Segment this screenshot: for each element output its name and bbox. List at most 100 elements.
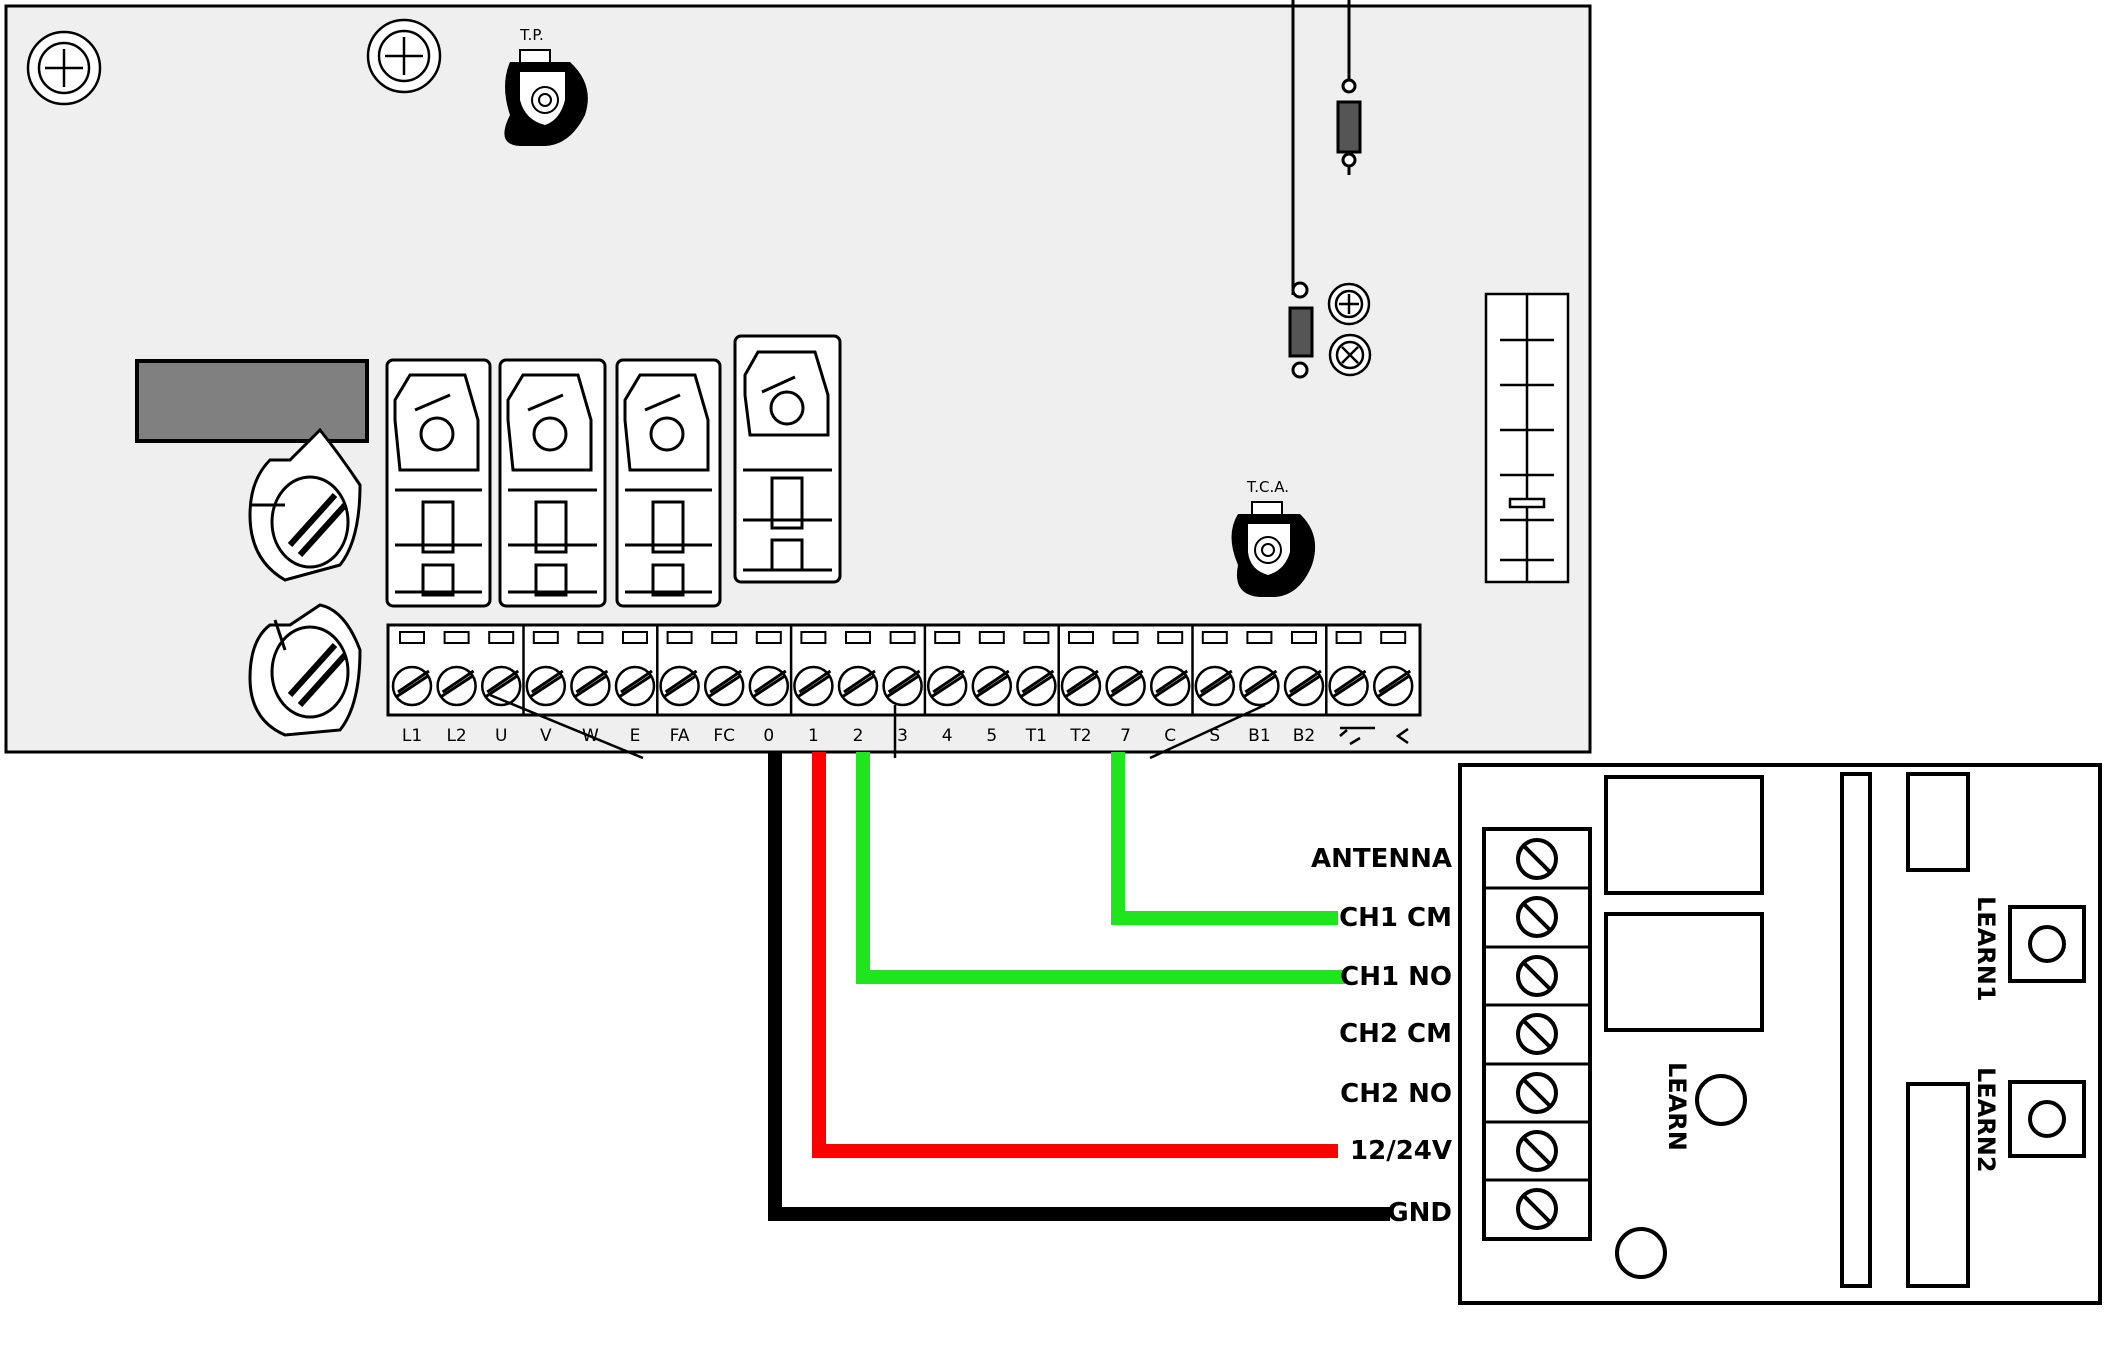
- terminal-label: U: [495, 726, 507, 746]
- receiver-relay: [1604, 912, 1764, 1032]
- terminal-screw-icon[interactable]: [1060, 665, 1102, 707]
- terminal-screw-icon[interactable]: [436, 665, 477, 707]
- terminal-tab: [622, 631, 648, 644]
- learn1-button[interactable]: [2008, 905, 2086, 983]
- receiver-component: [1906, 1082, 1970, 1288]
- terminal-tab: [488, 631, 515, 644]
- terminal-label: S: [1209, 726, 1220, 746]
- terminal-label: C: [1164, 726, 1176, 746]
- relay-icon: [615, 358, 722, 608]
- terminal-screw-icon[interactable]: [748, 665, 790, 707]
- terminal-label: 7: [1120, 726, 1131, 746]
- terminal-screw-icon[interactable]: [926, 665, 968, 707]
- receiver-screw-icon[interactable]: [1516, 955, 1558, 997]
- terminal-tab: [443, 631, 470, 644]
- terminal-label: FA: [670, 726, 690, 746]
- receiver-screw-icon[interactable]: [1516, 1188, 1558, 1230]
- terminal-tab: [845, 631, 871, 644]
- terminal-screw-icon[interactable]: [1372, 665, 1414, 707]
- fuse-icon[interactable]: [248, 427, 362, 582]
- terminal-label: FC: [713, 726, 735, 746]
- learn1-label: LEARN1: [1972, 896, 2000, 1002]
- terminal-screw-icon[interactable]: [1239, 665, 1280, 707]
- label-gnd: GND: [1387, 1198, 1452, 1228]
- label-power: 12/24V: [1350, 1136, 1452, 1166]
- fuse-icon[interactable]: [248, 603, 362, 737]
- terminal-label: 2: [853, 726, 864, 746]
- receiver-screw-icon[interactable]: [1516, 1130, 1558, 1172]
- trimmer-icon[interactable]: [1231, 501, 1316, 597]
- terminal-tab: [399, 631, 425, 644]
- terminal-tab: [1023, 631, 1050, 644]
- relay-icon: [385, 358, 492, 608]
- terminal-screw-icon[interactable]: [1016, 665, 1057, 707]
- tp-label: T.P.: [519, 26, 544, 44]
- terminal-screw-icon[interactable]: [703, 665, 745, 707]
- led-icon: [1695, 1074, 1747, 1126]
- learn2-button[interactable]: [2008, 1080, 2086, 1158]
- learn2-label: LEARN2: [1972, 1067, 2000, 1173]
- terminal-screw-icon[interactable]: [971, 665, 1013, 707]
- receiver-screws: [1484, 838, 1590, 1230]
- terminal-label: B1: [1248, 726, 1270, 746]
- label-ch2-cm: CH2 CM: [1339, 1019, 1452, 1049]
- terminal-screw-icon[interactable]: [1149, 665, 1191, 707]
- label-antenna: ANTENNA: [1311, 844, 1452, 874]
- terminal-screw-icon[interactable]: [793, 665, 834, 707]
- terminal-label: V: [540, 726, 552, 746]
- terminal-tab: [532, 631, 559, 644]
- terminal-screw-icon[interactable]: [882, 665, 923, 707]
- dark-block: [135, 359, 369, 443]
- terminal-screw-icon[interactable]: [391, 665, 433, 707]
- terminal-label: B2: [1293, 726, 1315, 746]
- terminal-tab: [889, 631, 916, 644]
- learn-label: LEARN: [1663, 1062, 1691, 1151]
- receiver-screw-icon[interactable]: [1516, 896, 1558, 938]
- terminal-tab: [1112, 631, 1139, 644]
- screw-icon: [1327, 282, 1371, 326]
- receiver-screw-icon[interactable]: [1516, 1013, 1558, 1055]
- trimmer-icon[interactable]: [504, 49, 588, 146]
- terminal-screw-icon[interactable]: [659, 665, 700, 707]
- receiver-strip: [1840, 772, 1872, 1288]
- terminal-screw-icon[interactable]: [1194, 665, 1236, 707]
- relay-icon: [733, 334, 842, 584]
- terminal-tab: [934, 631, 961, 644]
- receiver-screw-icon[interactable]: [1516, 1072, 1558, 1114]
- terminal-tab: [1157, 631, 1184, 644]
- terminal-tab: [1068, 631, 1094, 644]
- terminal-screw-icon[interactable]: [614, 665, 656, 707]
- wire-ch1-cm: [1111, 752, 1338, 925]
- relay-icon: [498, 358, 607, 608]
- terminal-screw-icon[interactable]: [570, 665, 611, 707]
- led-icon: [1615, 1227, 1667, 1279]
- terminal-tab: [1291, 631, 1317, 644]
- terminal-label: 5: [986, 726, 997, 746]
- label-ch1-cm: CH1 CM: [1339, 903, 1452, 933]
- tca-label: T.C.A.: [1246, 478, 1289, 496]
- terminal-label: L1: [402, 726, 422, 746]
- terminal-tab: [1246, 631, 1273, 644]
- screw-icon: [366, 18, 442, 94]
- pointer-lines: [489, 693, 1266, 760]
- terminal-screw-icon[interactable]: [1328, 665, 1369, 707]
- terminal-label: 3: [897, 726, 908, 746]
- receiver-screw-icon[interactable]: [1516, 838, 1558, 880]
- screw-icon: [1328, 333, 1372, 377]
- terminal-tab: [755, 631, 782, 644]
- terminal-labels: L1L2UVWEFAFC012345T1T27CSB1B2: [402, 726, 1315, 746]
- terminal-screw-icon[interactable]: [525, 665, 567, 707]
- terminal-screw-icon[interactable]: [1283, 665, 1325, 707]
- terminal-label: 4: [942, 726, 953, 746]
- label-ch2-no: CH2 NO: [1340, 1079, 1452, 1109]
- antenna-icon: [1288, 0, 1362, 379]
- terminal-label: 1: [808, 726, 819, 746]
- terminal-label: E: [630, 726, 641, 746]
- terminal-tab: [978, 631, 1005, 644]
- radio-symbol-icon: [1339, 726, 1409, 746]
- terminal-screw-icon[interactable]: [1105, 665, 1146, 707]
- terminal-screw-icon[interactable]: [837, 665, 879, 707]
- terminal-label: T2: [1069, 726, 1091, 746]
- terminal-tab: [800, 631, 827, 644]
- wire-gnd: [768, 752, 1390, 1221]
